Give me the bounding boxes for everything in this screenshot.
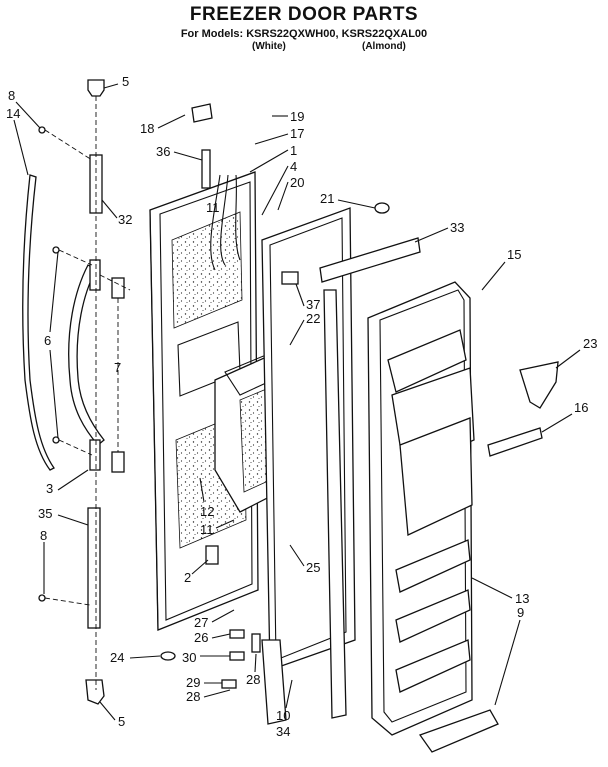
- callout-label: 34: [276, 724, 290, 739]
- callout-label: 6: [44, 333, 51, 348]
- callout-label: 2: [184, 570, 191, 585]
- connector-block: [191, 103, 213, 123]
- handle-clip-lower: [111, 451, 125, 473]
- callout-label: 18: [140, 121, 154, 136]
- callout-label: 32: [118, 212, 132, 227]
- bottom-hinge-cap: [85, 679, 105, 705]
- diagram-title: FREEZER DOOR PARTS: [189, 4, 419, 25]
- callout-labels: 5 8 14 32 18 36 19 17 1 4 20 21 11 33 15…: [6, 74, 597, 739]
- screw-icon: [38, 594, 46, 602]
- hinge-pin: [251, 633, 261, 653]
- switch-actuator: [205, 545, 219, 565]
- callout-label: 8: [8, 88, 15, 103]
- outer-door-panel: [149, 149, 259, 631]
- callout-label: 36: [156, 144, 170, 159]
- door-handle: [68, 264, 105, 446]
- light-bar: [487, 427, 543, 457]
- callout-label: 27: [194, 615, 208, 630]
- bottom-door-shelf: [418, 709, 499, 753]
- callout-label: 17: [290, 126, 304, 141]
- door-gaskets: [261, 289, 347, 725]
- variant-almond-label: (Almond): [362, 41, 406, 52]
- callout-label: 30: [182, 650, 196, 665]
- callout-label: 12: [200, 504, 214, 519]
- plug-cap: [374, 202, 390, 214]
- callout-label: 21: [320, 191, 334, 206]
- callout-label: 4: [290, 159, 297, 174]
- door-insulation-upper: [171, 211, 243, 329]
- hinge-bushing: [229, 629, 245, 639]
- door-bumper: [160, 651, 176, 661]
- variant-white-label: (White): [252, 41, 286, 52]
- callout-label: 5: [122, 74, 129, 89]
- hinge-cover: [221, 679, 237, 689]
- callout-label: 19: [290, 109, 304, 124]
- wire-conduit-tube: [201, 149, 211, 189]
- door-shelf-assembly: [367, 281, 475, 736]
- ice-chute: [519, 361, 559, 409]
- callout-label: 28: [186, 689, 200, 704]
- callout-label: 10: [276, 708, 290, 723]
- callout-label: 13: [515, 591, 529, 606]
- callout-label: 23: [583, 336, 597, 351]
- callout-label: 29: [186, 675, 200, 690]
- callout-label: 9: [517, 605, 524, 620]
- lower-handle-bracket: [87, 507, 101, 629]
- callout-label: 24: [110, 650, 124, 665]
- hinge-plate: [229, 651, 245, 661]
- callout-label: 25: [306, 560, 320, 575]
- models-line: For Models: KSRS22QXWH00, KSRS22QXAL00: [180, 28, 428, 40]
- callout-label: 8: [40, 528, 47, 543]
- handle-assembly: [22, 79, 131, 705]
- callout-label: 5: [118, 714, 125, 729]
- callout-label: 20: [290, 175, 304, 190]
- callout-label: 22: [306, 311, 320, 326]
- callout-label: 1: [290, 143, 297, 158]
- callout-label: 33: [450, 220, 464, 235]
- callout-label: 7: [114, 360, 121, 375]
- callout-label: 16: [574, 400, 588, 415]
- callout-label: 15: [507, 247, 521, 262]
- handle-mount-bottom: [89, 439, 101, 471]
- callout-label: 14: [6, 106, 20, 121]
- callout-label: 3: [46, 481, 53, 496]
- liner-switch: [281, 271, 299, 285]
- long-handle-trim: [22, 174, 55, 471]
- wire-harness: [210, 174, 241, 271]
- callout-label: 28: [246, 672, 260, 687]
- callout-label: 26: [194, 630, 208, 645]
- top-hinge-cap: [87, 79, 105, 97]
- top-trim-strip: [319, 237, 421, 283]
- callout-label: 35: [38, 506, 52, 521]
- callout-label: 11: [200, 522, 214, 537]
- handle-clip-upper: [111, 277, 125, 299]
- callout-label: 37: [306, 297, 320, 312]
- callout-label: 11: [206, 200, 220, 215]
